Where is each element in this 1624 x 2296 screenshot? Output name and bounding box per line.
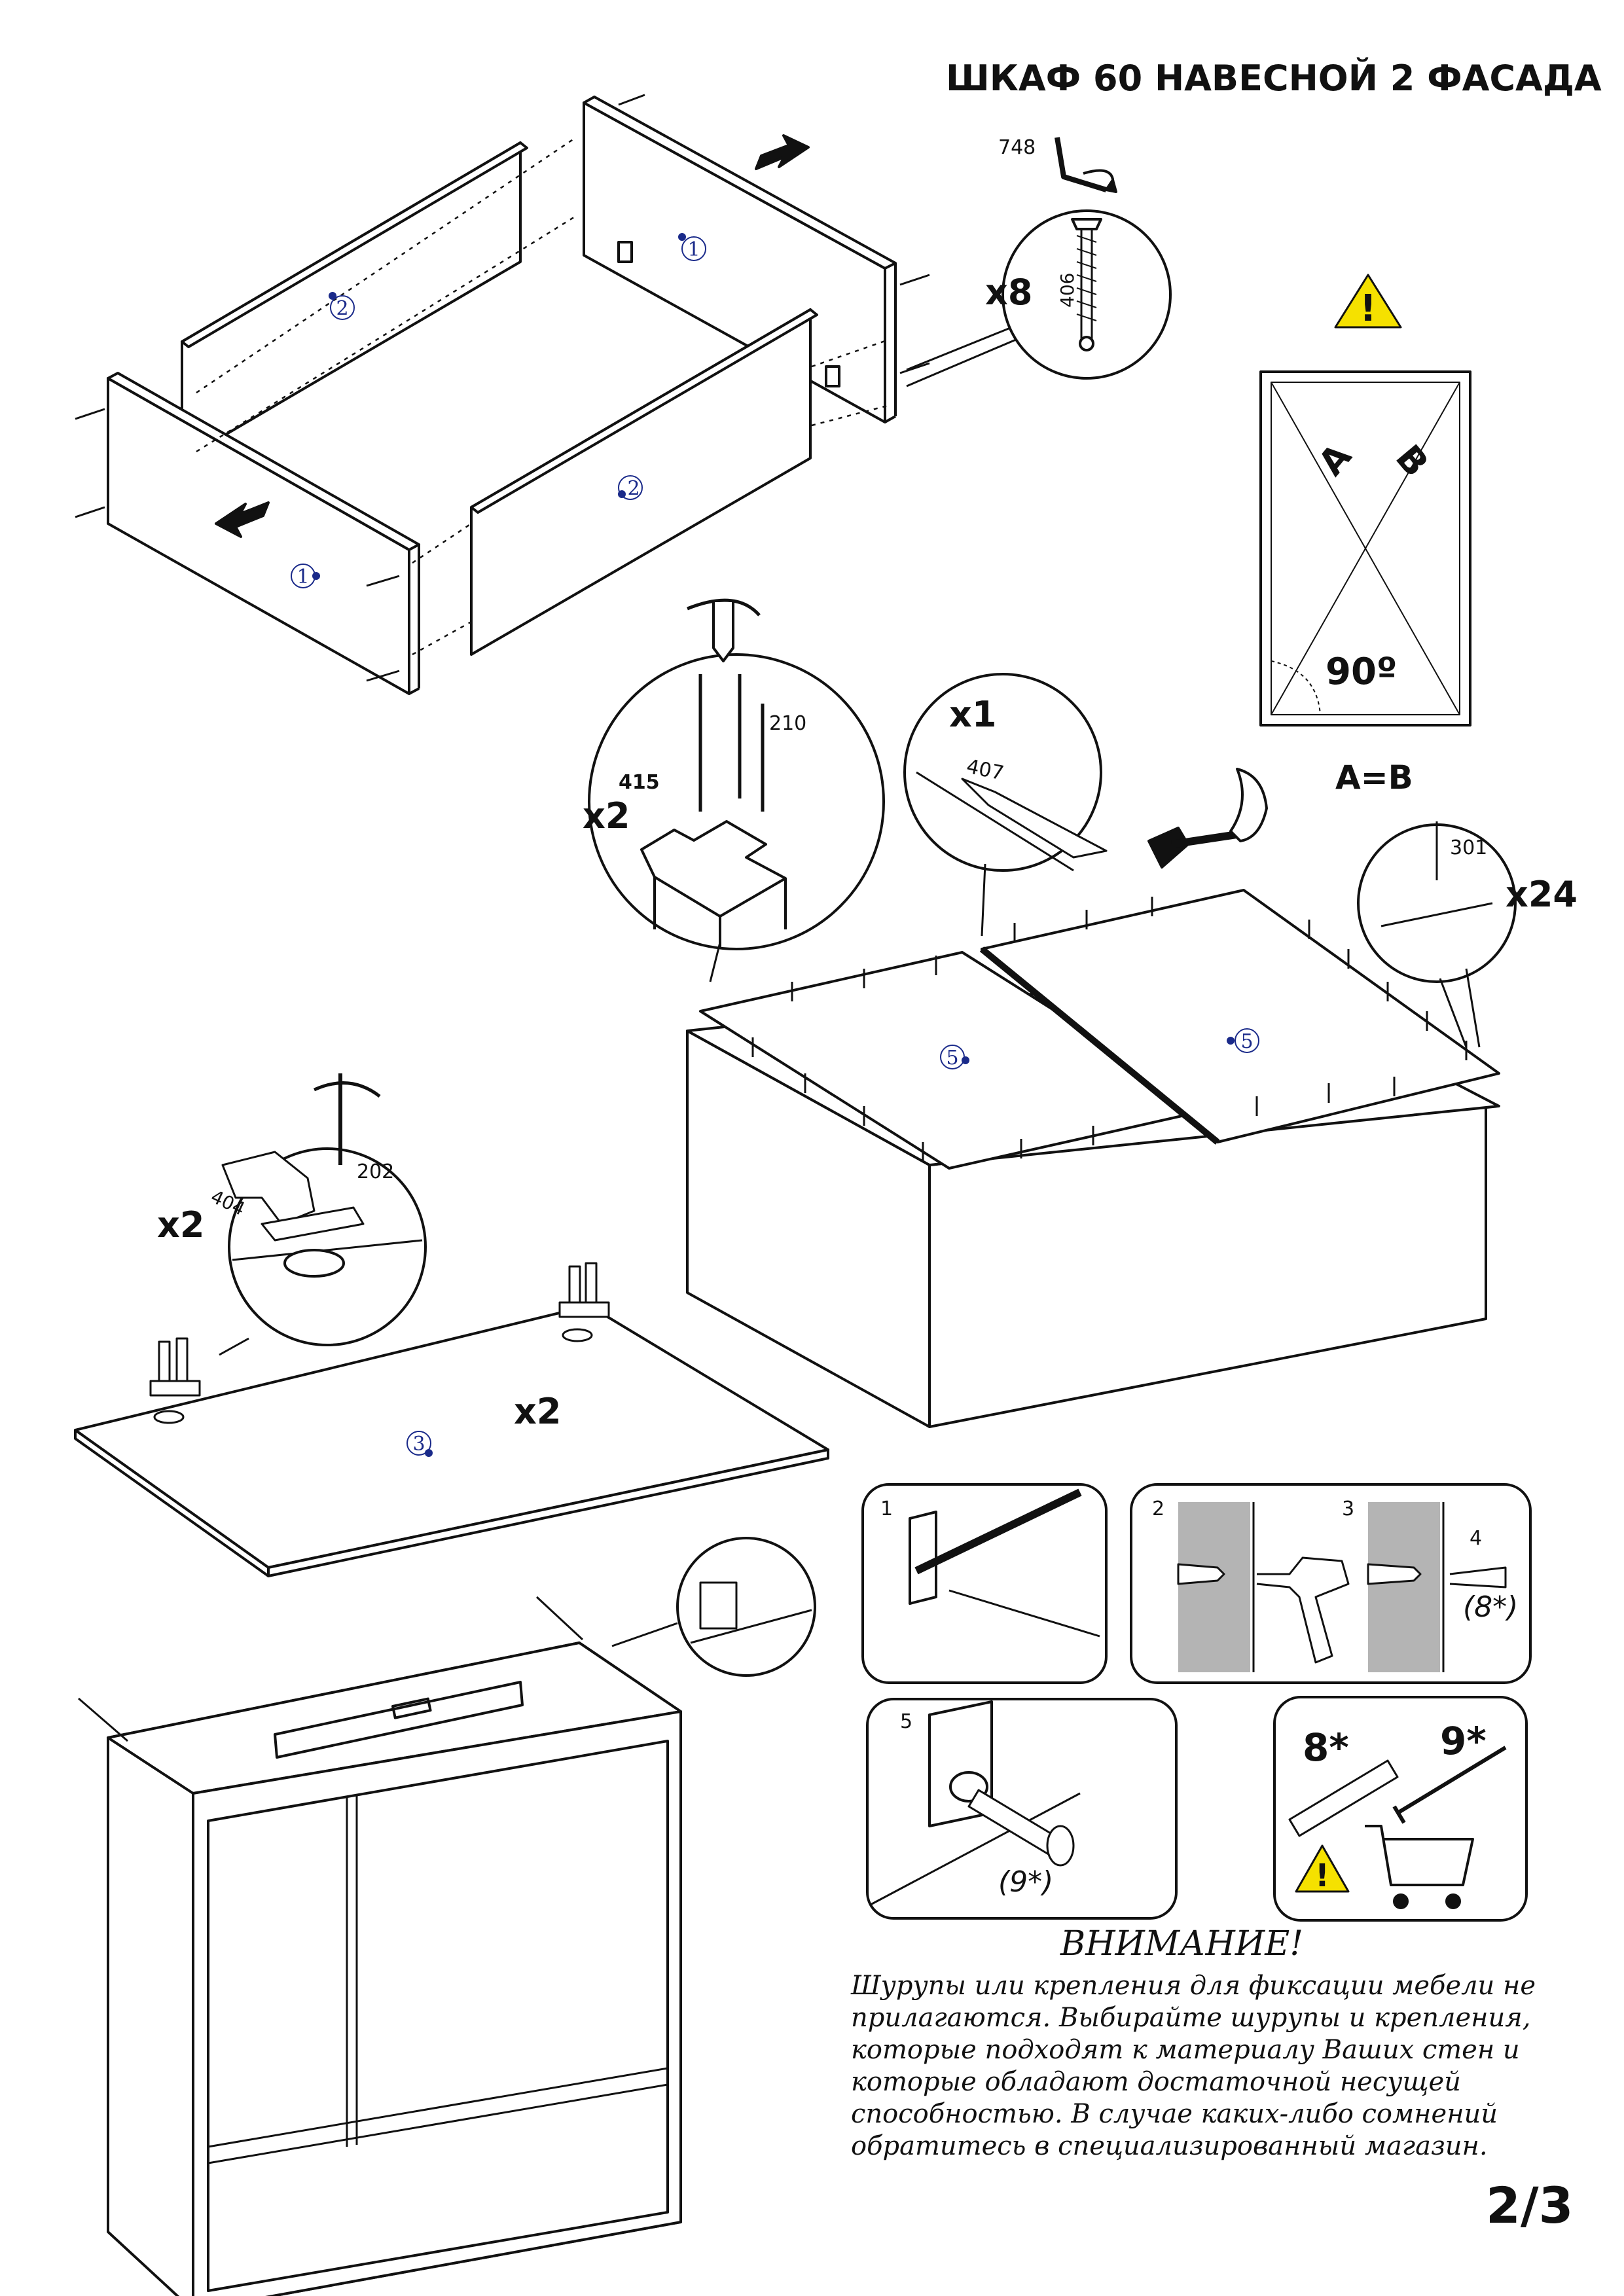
warning-title: ВНИМАНИЕ! <box>1060 1924 1304 1964</box>
part-number-2: 2 <box>627 477 640 500</box>
part-number-2: 2 <box>336 297 348 320</box>
diagonals-equal-label: A=B <box>1335 759 1413 797</box>
part-marker-1-back: 1 <box>678 233 706 261</box>
hinge-callout-drawing <box>219 1073 427 1356</box>
hardware-code-210: 210 <box>769 712 806 735</box>
screw-item-label: 9* <box>1440 1719 1487 1763</box>
right-angle-label: 90º <box>1326 651 1398 693</box>
hardware-code-415: 415 <box>619 771 660 794</box>
mounting-step-1-box <box>861 1483 1108 1684</box>
quantity-x2-door: x2 <box>514 1391 561 1432</box>
quantity-x2-hinge: x2 <box>157 1204 204 1246</box>
part-number-5: 5 <box>946 1047 958 1069</box>
mounting-step-number-5: 5 <box>900 1710 912 1733</box>
document-title: ШКАФ 60 НАВЕСНОЙ 2 ФАСАДА <box>946 58 1602 99</box>
fasteners-not-included-box: ! <box>1273 1696 1528 1922</box>
svg-text:!: ! <box>1315 1857 1329 1894</box>
part-marker-2-back: 2 <box>329 292 355 320</box>
hammer-drawing <box>1147 768 1268 869</box>
part-marker-2-front: 2 <box>618 475 643 500</box>
hanger-callout-drawing <box>611 1537 816 1677</box>
hardware-code-202: 202 <box>357 1160 394 1183</box>
page-number: 2/3 <box>1486 2176 1574 2234</box>
quantity-x8: x8 <box>985 272 1032 313</box>
mounting-steps-2-4-box <box>1130 1483 1532 1684</box>
warning-line: обратитесь в специализированный магазин. <box>851 2131 1488 2161</box>
nail-callout-drawing <box>1357 821 1517 1048</box>
door-panel-drawing <box>74 1262 829 1577</box>
dowel-item-label: 8* <box>1303 1725 1349 1770</box>
wall-cabinet-drawing <box>78 1596 682 2296</box>
mounting-step-5-box <box>866 1698 1178 1920</box>
part-marker-1-front: 1 <box>291 564 320 588</box>
mounting-step-number-4: 4 <box>1470 1527 1482 1550</box>
quantity-x24: x24 <box>1506 874 1578 915</box>
mounting-step-number-3: 3 <box>1342 1498 1354 1520</box>
svg-text:!: ! <box>1360 287 1377 330</box>
part-marker-3: 3 <box>406 1431 433 1457</box>
hardware-code-406: 406 <box>1056 273 1078 308</box>
part-marker-5-right: 5 <box>1227 1028 1259 1053</box>
warning-text: Шурупы или крепления для фиксации мебели… <box>851 1970 1578 2162</box>
part-number-1: 1 <box>297 565 309 588</box>
warning-line: способностью. В случае каких-либо сомнен… <box>851 2099 1498 2129</box>
warning-line: Шурупы или крепления для фиксации мебели… <box>851 1971 1536 2001</box>
warning-line: прилагаются. Выбирайте шурупы и креплени… <box>851 2003 1531 2033</box>
part-number-1: 1 <box>687 238 700 261</box>
warning-line: которые подходят к материалу Ваших стен … <box>851 2035 1520 2065</box>
screw-callout-drawing <box>903 673 1108 937</box>
screw-reference: (9*) <box>998 1865 1053 1899</box>
warning-line: которые обладают достаточной несущей <box>851 2067 1461 2097</box>
carcass-back-panel-drawing <box>686 889 1500 1428</box>
dowel-reference: (8*) <box>1463 1590 1518 1624</box>
mounting-step-number-1: 1 <box>880 1498 893 1520</box>
hardware-code-748: 748 <box>998 136 1036 159</box>
part-number-5: 5 <box>1240 1030 1253 1053</box>
mounting-step-number-2: 2 <box>1152 1498 1164 1520</box>
carcass-assembly-drawing <box>75 94 1172 695</box>
diagonal-check-drawing: ! <box>1259 274 1471 726</box>
part-marker-5-left: 5 <box>940 1045 969 1069</box>
part-number-3: 3 <box>412 1433 425 1456</box>
bracket-callout-drawing <box>588 598 885 982</box>
hardware-code-301: 301 <box>1450 836 1487 859</box>
quantity-x1: x1 <box>949 694 996 735</box>
quantity-x2-bracket: x2 <box>583 795 630 836</box>
